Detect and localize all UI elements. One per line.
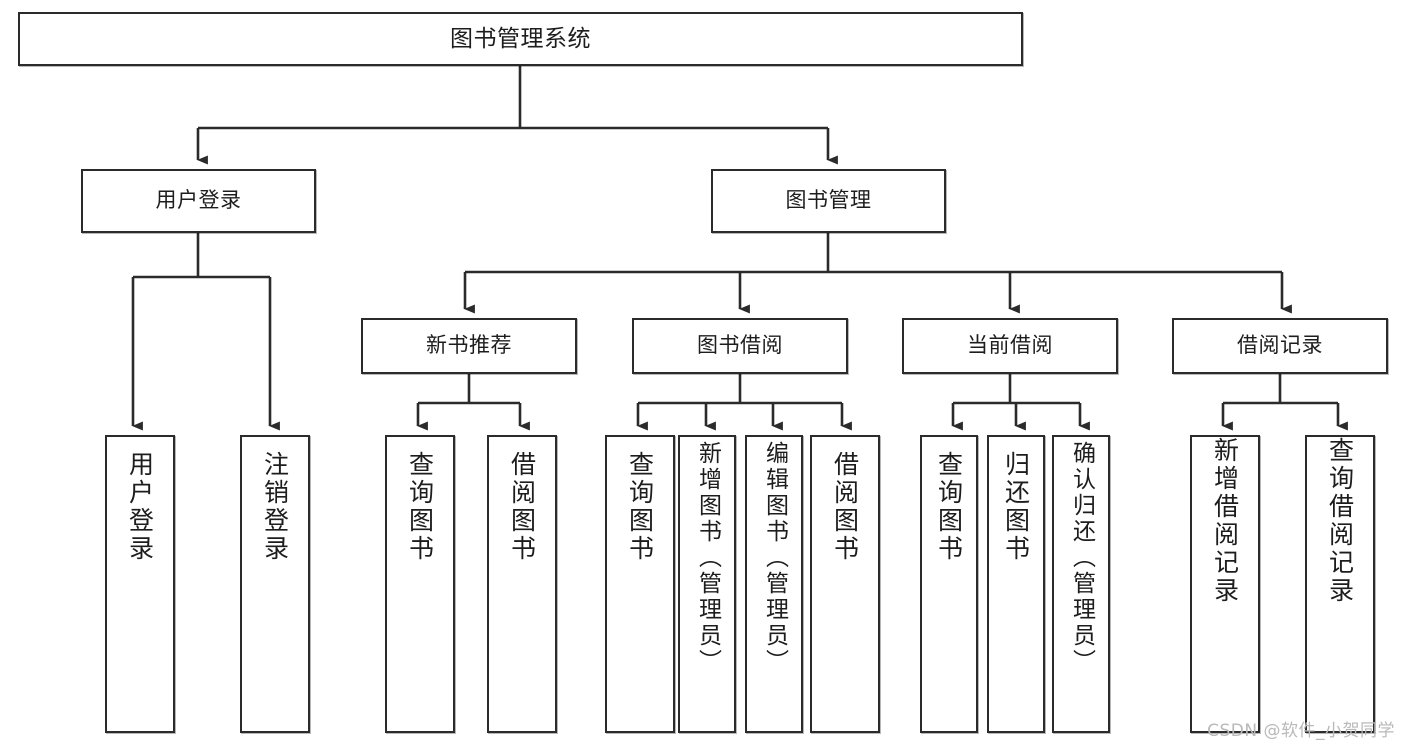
node-label: 查询借阅记录 [1325,437,1355,605]
node-label: 查询图书 [625,451,655,563]
node-leaf-add-book-admin[interactable]: 新增图书（管理员） [678,435,736,733]
node-label: 借阅图书 [507,451,537,563]
node-leaf-query-borrow-record[interactable]: 查询借阅记录 [1305,435,1375,733]
watermark-text: CSDN @软件_小贺同学 [1207,721,1395,741]
node-label: 用户登录 [155,188,242,213]
node-current-borrow[interactable]: 当前借阅 [902,318,1118,374]
node-label: 图书管理 [785,188,872,213]
node-label: 新增图书（管理员） [694,441,721,675]
node-label: 借阅记录 [1237,333,1323,358]
node-label: 图书借阅 [697,333,783,358]
node-label: 归还图书 [1001,451,1031,563]
node-borrow-records[interactable]: 借阅记录 [1172,318,1388,374]
node-leaf-return-book[interactable]: 归还图书 [987,435,1045,733]
node-new-book-recommend[interactable]: 新书推荐 [361,318,577,374]
node-leaf-query-book-recommend[interactable]: 查询图书 [385,435,455,733]
node-leaf-borrow-book[interactable]: 借阅图书 [810,435,880,733]
node-label: 确认归还（管理员） [1068,441,1095,675]
node-label: 新增借阅记录 [1210,437,1240,605]
node-user-login[interactable]: 用户登录 [81,169,316,233]
node-leaf-add-borrow-record[interactable]: 新增借阅记录 [1190,435,1260,733]
node-label: 借阅图书 [830,451,860,563]
node-label: 查询图书 [405,451,435,563]
node-label: 查询图书 [934,451,964,563]
node-label: 当前借阅 [967,333,1053,358]
node-leaf-confirm-return-admin[interactable]: 确认归还（管理员） [1052,435,1110,733]
node-leaf-query-book-borrow[interactable]: 查询图书 [605,435,675,733]
node-root-system[interactable]: 图书管理系统 [18,12,1023,66]
node-label: 图书管理系统 [450,25,591,52]
node-leaf-user-login[interactable]: 用户登录 [105,435,175,733]
node-leaf-edit-book-admin[interactable]: 编辑图书（管理员） [745,435,803,733]
node-label: 注销登录 [260,451,290,563]
node-label: 用户登录 [125,451,155,563]
node-label: 编辑图书（管理员） [761,441,788,675]
node-label: 新书推荐 [426,333,512,358]
node-book-management[interactable]: 图书管理 [711,169,946,233]
node-book-borrow[interactable]: 图书借阅 [632,318,848,374]
node-leaf-query-book-current[interactable]: 查询图书 [920,435,978,733]
node-leaf-borrow-book-recommend[interactable]: 借阅图书 [487,435,557,733]
node-leaf-logout[interactable]: 注销登录 [240,435,310,733]
